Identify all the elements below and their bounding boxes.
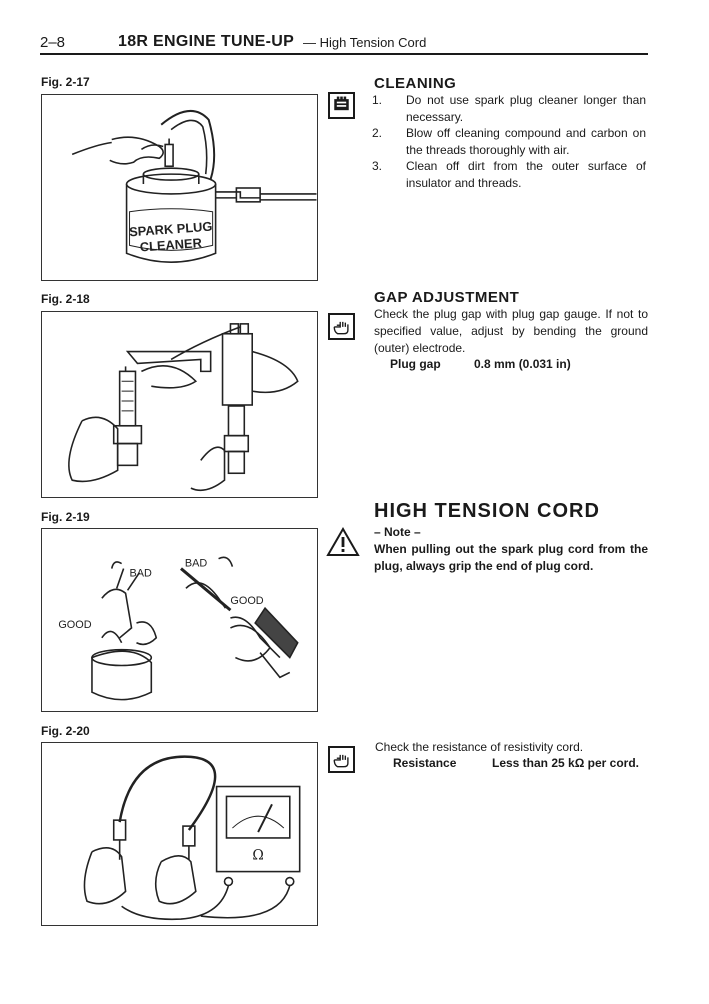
bad-right-label: BAD (185, 558, 208, 570)
fig-2-19-illustration: BAD BAD GOOD GOOD (41, 528, 318, 712)
step-number: 3. (372, 159, 383, 173)
inspect-hand-icon (328, 313, 355, 340)
page-number: 2–8 (40, 34, 66, 51)
step-number: 2. (372, 126, 383, 140)
can-label-line2: CLEANER (139, 235, 203, 254)
gap-spec-value: 0.8 mm (0.031 in) (474, 357, 571, 371)
step-number: 1. (372, 93, 383, 107)
step-text: Do not use spark plug cleaner longer tha… (406, 93, 646, 124)
good-right-label: GOOD (230, 595, 263, 607)
good-left-label: GOOD (58, 619, 91, 631)
fig-2-17-label: Fig. 2-17 (41, 75, 90, 89)
cleaning-heading: CLEANING (374, 75, 457, 92)
bad-left-label: BAD (130, 567, 153, 579)
gap-heading: GAP ADJUSTMENT (374, 289, 520, 306)
gap-spec-label: Plug gap (390, 357, 441, 371)
note-label: – Note – (374, 525, 421, 539)
high-tension-heading: HIGH TENSION CORD (374, 500, 600, 522)
page-title: 18R ENGINE TUNE-UP (118, 33, 295, 50)
cord-pull-drawing: BAD BAD GOOD GOOD (58, 556, 299, 701)
gap-gauge-drawing (68, 323, 299, 492)
fig-2-18-label: Fig. 2-18 (41, 292, 90, 306)
cleaning-step-3: 3. Clean off dirt from the outer surface… (372, 158, 648, 190)
spark-plug-cleaner-drawing: SPARK PLUG CLEANER (71, 110, 317, 263)
gap-instructions: Check the plug gap with plug gap gauge. … (374, 307, 648, 355)
cleaning-step-1: 1. Do not use spark plug cleaner longer … (372, 92, 648, 124)
fig-2-20-illustration: Ω (41, 742, 318, 926)
page-subtitle: — High Tension Cord (303, 35, 427, 50)
clean-hand-icon (328, 92, 355, 119)
step-text: Blow off cleaning compound and carbon on… (406, 126, 646, 157)
meter-ohm-symbol: Ω (252, 848, 263, 864)
ohmmeter-drawing: Ω (83, 755, 301, 921)
note-text: When pulling out the spark plug cord fro… (374, 542, 648, 573)
warning-triangle-icon (326, 526, 360, 557)
fig-2-20-label: Fig. 2-20 (41, 724, 90, 738)
fig-2-18-illustration (41, 311, 318, 498)
resistance-instruction: Check the resistance of resistivity cord… (375, 740, 584, 754)
can-label-line1: SPARK PLUG (129, 219, 213, 240)
inspect-hand-icon (328, 746, 355, 773)
fig-2-17-illustration: SPARK PLUG CLEANER (41, 94, 318, 281)
cleaning-step-2: 2. Blow off cleaning compound and carbon… (372, 125, 648, 157)
header-rule (40, 53, 648, 55)
resistance-spec-label: Resistance (393, 756, 457, 770)
fig-2-19-label: Fig. 2-19 (41, 510, 90, 524)
step-text: Clean off dirt from the outer surface of… (406, 159, 646, 190)
resistance-spec-value: Less than 25 kΩ per cord. (492, 756, 640, 770)
